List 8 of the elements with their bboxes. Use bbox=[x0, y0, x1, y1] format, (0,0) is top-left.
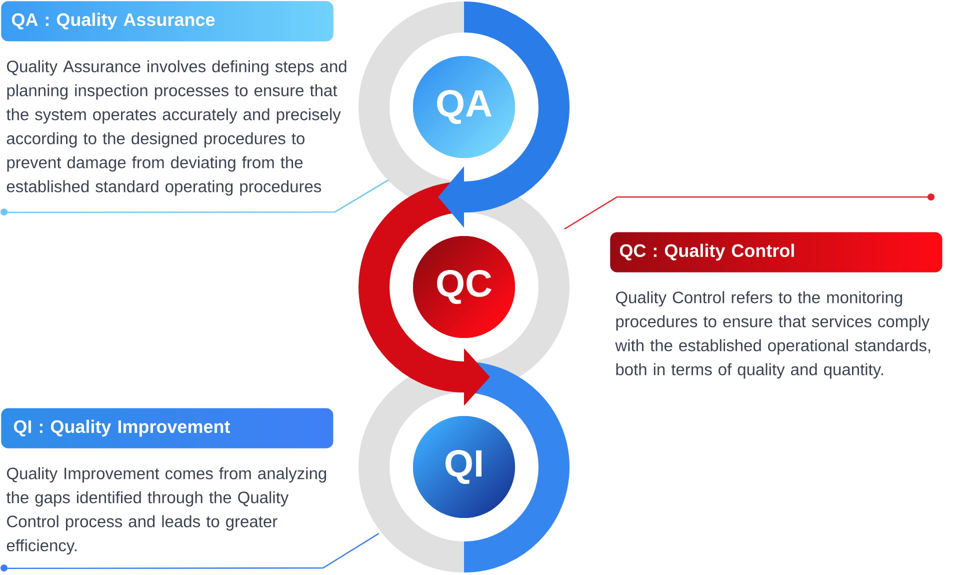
leader-line bbox=[4, 179, 389, 214]
leader-line bbox=[4, 532, 380, 570]
description-text: Quality Improvement comes from analyzing the gaps identified through the Quality Control process and leads to greater efficiency. bbox=[6, 467, 326, 555]
heading-banner: QA : Quality Assurance bbox=[1, 1, 334, 42]
description-text: Quality Assurance involves defining steps and planning inspection processes to ensure that the system operates accurately and precisely according to the designed procedures to prevent damage from deviating from the established standard operating procedures bbox=[6, 60, 346, 196]
heading-banner: QI : Quality Improvement bbox=[1, 408, 334, 448]
description-text: Quality Control refers to the monitoring procedures to ensure that services comply with the established operational standards, both in terms of quality and quantity. bbox=[615, 291, 930, 379]
heading-banner: QC : Quality Control bbox=[610, 232, 942, 272]
